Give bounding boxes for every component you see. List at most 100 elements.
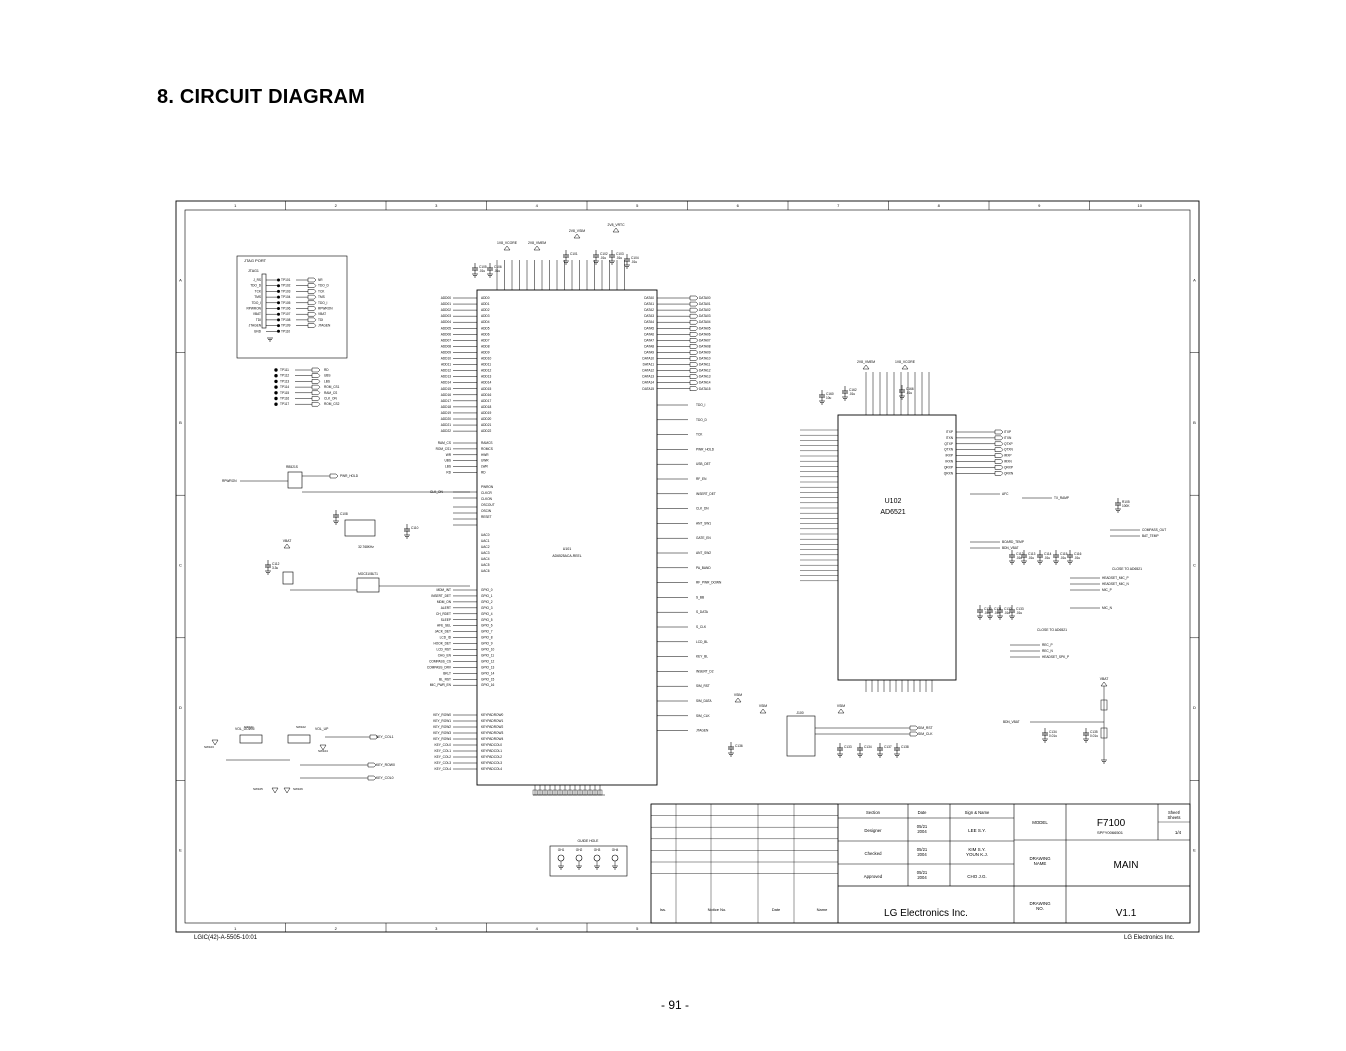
address-net-label: ADD00 (441, 296, 452, 300)
memory-net-label: RD (446, 471, 451, 475)
supply-symbol (862, 364, 870, 370)
net-label: UBS (324, 374, 331, 378)
inner-border (184, 209, 1191, 924)
guide-hole-title: GUIDE HOLE (578, 839, 600, 843)
data-bus-arrow (689, 326, 699, 331)
u102-pin-name: QRXP (944, 465, 953, 469)
test-point (274, 402, 278, 406)
component-value: 0.01u (1090, 734, 1098, 738)
component-value: .01u (479, 269, 485, 273)
component-ref: C160 (826, 392, 834, 396)
title-header: Date (918, 810, 928, 815)
component-ref: C132 (1004, 607, 1012, 611)
analog-net-label: MIC_N (1102, 606, 1113, 610)
guide-hole-box (549, 845, 628, 877)
diode-label: RB521S (286, 465, 298, 469)
column-marker: 1 (234, 203, 237, 208)
u101-pin-name: ADD16 (481, 393, 492, 397)
test-point-label: TP114 (280, 385, 289, 389)
component-value: .01u (1074, 556, 1080, 560)
u101-pin-name: ADD7 (481, 338, 490, 342)
address-net-label: ADD14 (441, 381, 452, 385)
ground-pad (582, 789, 588, 796)
test-point (274, 385, 278, 389)
data-net-label: DATA09 (699, 350, 711, 354)
data-net-label: DATA12 (699, 369, 711, 373)
ground-pad (597, 789, 603, 796)
component-ref: C112 (1016, 552, 1024, 556)
net-arrow (311, 401, 321, 407)
u101-pin-name: DATA15 (642, 387, 654, 391)
gpio-net-label: INSERT_DET (431, 594, 451, 598)
address-net-label: ADD18 (441, 405, 452, 409)
u101-pin-name: DATA5 (644, 326, 654, 330)
data-bus-arrow (689, 380, 699, 385)
drawing-name: MAIN (1114, 860, 1139, 871)
u101-pin-name: RESET (481, 515, 492, 519)
jtag-net-label: NR (318, 278, 323, 282)
column-marker: 5 (636, 926, 639, 931)
gpio-net-label: MIC_PWR_EN (430, 683, 452, 687)
jtag-connector (261, 273, 267, 329)
data-bus-arrow (689, 368, 699, 373)
u101-pin-name: HWR (481, 453, 489, 457)
u101-pin-name: UAC3 (481, 551, 490, 555)
analog-net-label: HEADSET_MIC_N (1102, 582, 1129, 586)
net-arrow (311, 373, 321, 378)
u101-signal-label: ANT_SW1 (696, 521, 711, 525)
page-number: - 91 - (660, 998, 689, 1012)
row-marker: B (179, 420, 182, 425)
u101-pin-name: GPIO_16 (481, 683, 495, 687)
memory-net-label: WR (446, 453, 452, 457)
net-arrow (994, 465, 1004, 470)
memory-net-label: LBS (445, 465, 451, 469)
jtag-pin-label: TMS (254, 295, 261, 299)
address-net-label: ADD21 (441, 423, 452, 427)
u101-pin-name: DATA4 (644, 320, 654, 324)
jtag-net-label: RPWRON (318, 307, 333, 311)
test-point-label: TP110 (281, 329, 290, 333)
u101-pin-name: ROMCS (481, 447, 493, 451)
u101-pin-name: KEYPADROW1 (481, 719, 503, 723)
guide-hole-label: GH4 (612, 848, 619, 852)
supply-label: VBAT (283, 539, 292, 543)
address-net-label: ADD08 (441, 344, 452, 348)
test-point-label: TP117 (280, 402, 289, 406)
gpio-net-label: BL_RST (439, 677, 451, 681)
u101-pin-name: ADD6 (481, 332, 490, 336)
data-net-label: DATA08 (699, 344, 711, 348)
title-row-section: Approved (864, 874, 883, 879)
gpio-net-label: MDM_INT (436, 588, 451, 592)
component-ref: C133 (844, 745, 852, 749)
guide-hole-label: GH1 (558, 848, 565, 852)
u101-pin-name: OSCIN (481, 509, 492, 513)
analog-net-label: MIC_P (1102, 588, 1112, 592)
test-point (277, 301, 280, 305)
ground-pad (572, 789, 578, 796)
component-value: .01u (906, 391, 912, 395)
data-net-label: DATA03 (699, 314, 711, 318)
analog-net-label: BAT_TEMP (1142, 534, 1159, 538)
jtag-net-arrow (307, 300, 317, 306)
address-net-label: ADD10 (441, 357, 452, 361)
ground-pad (547, 789, 553, 796)
u101-pin-name: DATA6 (644, 332, 654, 336)
component-ref: C162 (849, 388, 857, 392)
crystal-x101 (344, 519, 376, 537)
supply-symbol (901, 364, 909, 370)
component-ref: C130 (984, 607, 992, 611)
title-header: Sign & Name (965, 810, 990, 815)
keypad-net-label: KEY_ROW1 (433, 719, 451, 723)
analog-net-label: HEADSET_MIC_P (1102, 576, 1129, 580)
u101-pin-name: KEYPADCOL2 (481, 755, 502, 759)
model-code: SPFY0066501 (1097, 830, 1124, 835)
u101-pin-name: DATA3 (644, 314, 654, 318)
memory-net-label: ROM_CS1 (436, 447, 452, 451)
net-arrow (994, 471, 1004, 476)
u101-signal-label: TDO_D (696, 418, 708, 422)
net-arrow (369, 734, 379, 740)
address-net-label: ADD03 (441, 314, 452, 318)
row-marker: A (179, 277, 182, 282)
